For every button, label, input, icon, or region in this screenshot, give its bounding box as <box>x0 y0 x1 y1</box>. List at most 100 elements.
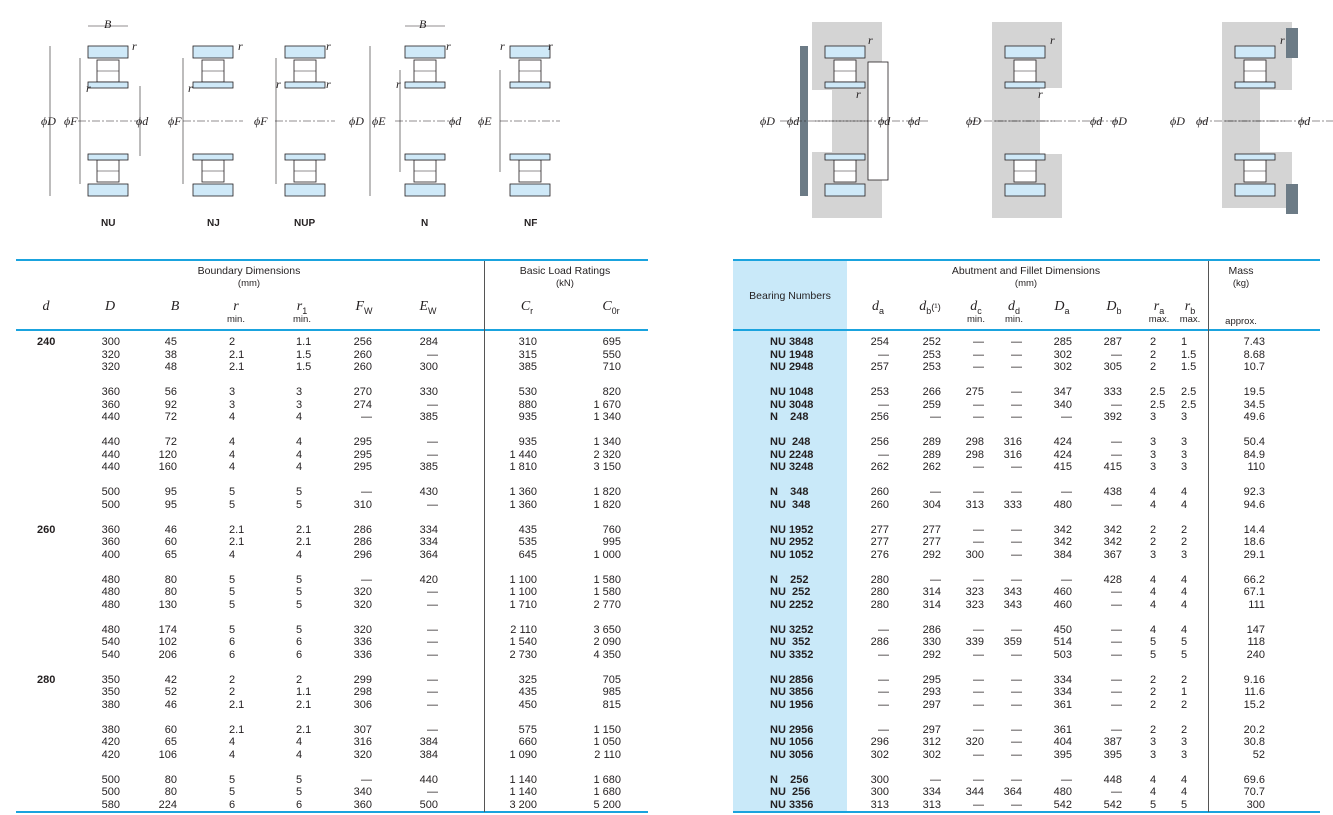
Db-cell: 415 <box>1103 461 1122 473</box>
subscript: b <box>1116 305 1122 316</box>
bearing-number-cell: N 252 <box>770 573 809 586</box>
ew-cell: 385 <box>419 461 438 473</box>
fw-cell: 286 <box>353 536 372 548</box>
Db-cell: — <box>1111 623 1122 636</box>
ew-cell: — <box>427 436 438 448</box>
svg-text:r: r <box>446 39 451 53</box>
svg-text:r: r <box>868 33 873 47</box>
column-header-symbol: Cr <box>521 299 533 316</box>
chamfer-r-cell: 3 <box>229 386 236 398</box>
dynamic-load-cr-cell: 1 540 <box>509 636 537 648</box>
bearing-number-cell: NU 3356 <box>770 798 814 811</box>
Da-cell: 415 <box>1053 461 1072 473</box>
chamfer-r-cell: 2.1 <box>229 723 245 736</box>
static-load-c0r-cell: 3 650 <box>593 623 621 636</box>
static-load-c0r-cell: 695 <box>602 336 621 348</box>
dynamic-load-cr-cell: 1 360 <box>509 486 537 498</box>
svg-text:ϕD: ϕD <box>760 114 775 128</box>
fw-cell: 320 <box>353 598 372 611</box>
chamfer-r-cell: 2.1 <box>229 698 245 711</box>
ra-cell: 4 <box>1150 498 1157 511</box>
dd-cell: — <box>1011 486 1022 498</box>
ra-cell: 2 <box>1150 673 1157 686</box>
chamfer-r-cell: 2.1 <box>229 536 245 548</box>
bearing-number-cell: NU 3252 <box>770 623 814 636</box>
subscript: c <box>977 305 982 316</box>
rb-cell: 5 <box>1181 636 1188 648</box>
dynamic-load-cr-cell: 535 <box>518 536 537 548</box>
mass-cell: 18.6 <box>1243 536 1265 548</box>
mounting-diagram-2: r r ϕD ϕd ϕD <box>966 22 1127 218</box>
dd-cell: — <box>1011 698 1022 711</box>
chamfer-r-cell: 5 <box>229 623 236 636</box>
chamfer-r1-cell: 4 <box>296 748 303 761</box>
bore-diameter: 240 <box>37 336 56 348</box>
bearing-number-cell: NU 252 <box>770 586 811 598</box>
symbol: D <box>1106 299 1117 314</box>
dynamic-load-cr-cell: 450 <box>518 698 537 711</box>
mass-heading: Mass <box>1228 265 1254 277</box>
dc-cell: — <box>973 698 984 711</box>
width-cell: 80 <box>164 773 177 786</box>
symbol: d <box>970 299 978 314</box>
dynamic-load-cr-cell: 1 140 <box>509 773 537 786</box>
static-load-c0r-cell: 1 150 <box>593 723 621 736</box>
mounting-diagram-3: r ϕD ϕd ϕd <box>1170 22 1333 214</box>
Da-cell: 542 <box>1053 798 1072 811</box>
Da-cell: 480 <box>1053 498 1072 511</box>
dd-cell: — <box>1011 623 1022 636</box>
column-header-symbol: D <box>105 299 115 316</box>
dynamic-load-cr-cell: 1 360 <box>509 498 537 511</box>
rb-cell: 1 <box>1181 686 1188 698</box>
dc-cell: — <box>973 523 984 536</box>
symbol: r <box>1184 299 1191 314</box>
dynamic-load-cr-cell: 1 810 <box>509 461 537 473</box>
Db-cell: — <box>1111 648 1122 661</box>
rb-cell: 2 <box>1181 723 1188 736</box>
type-label-nj: NJ <box>207 218 220 229</box>
column-header-note: approx. <box>1225 316 1257 327</box>
abutment-heading: Abutment and Fillet Dimensions <box>951 265 1101 277</box>
bearing-number-cell: NU 256 <box>770 786 811 798</box>
chamfer-r1-cell: 5 <box>296 586 303 598</box>
Db-cell: 428 <box>1103 573 1122 586</box>
static-load-c0r-cell: 1 580 <box>593 586 621 598</box>
ew-cell: — <box>427 623 438 636</box>
width-cell: 46 <box>164 523 177 536</box>
static-load-c0r-cell: 760 <box>602 523 621 536</box>
subscript: 0r <box>611 305 620 316</box>
ra-cell: 2 <box>1150 336 1157 348</box>
db-cell: 334 <box>922 786 941 798</box>
symbol: r <box>1153 299 1160 314</box>
bearing-number-cell: N 248 <box>770 411 809 423</box>
bearing-number-cell: NU 1956 <box>770 698 814 711</box>
Db-cell: 438 <box>1103 486 1122 498</box>
outer-diameter-cell: 300 <box>101 336 120 348</box>
Db-cell: 448 <box>1103 773 1122 786</box>
rb-cell: 4 <box>1181 786 1188 798</box>
fw-cell: — <box>361 773 372 786</box>
fw-cell: 295 <box>353 448 372 461</box>
da-cell: — <box>878 623 889 636</box>
dc-cell: 339 <box>965 636 984 648</box>
ra-cell: 2.5 <box>1150 386 1166 398</box>
ew-cell: 334 <box>419 536 438 548</box>
dd-cell: — <box>1011 386 1022 398</box>
outer-diameter-cell: 440 <box>101 461 120 473</box>
dynamic-load-cr-cell: 310 <box>518 336 537 348</box>
dynamic-load-cr-cell: 2 730 <box>509 648 537 661</box>
subscript: a <box>878 305 885 316</box>
width-cell: 48 <box>164 361 177 373</box>
dd-cell: — <box>1011 348 1022 361</box>
outer-diameter-cell: 500 <box>101 486 120 498</box>
svg-text:r: r <box>276 77 281 91</box>
static-load-c0r-cell: 1 580 <box>593 573 621 586</box>
rb-cell: 2 <box>1181 523 1188 536</box>
chamfer-r-cell: 4 <box>229 436 236 448</box>
Da-cell: 347 <box>1053 386 1072 398</box>
